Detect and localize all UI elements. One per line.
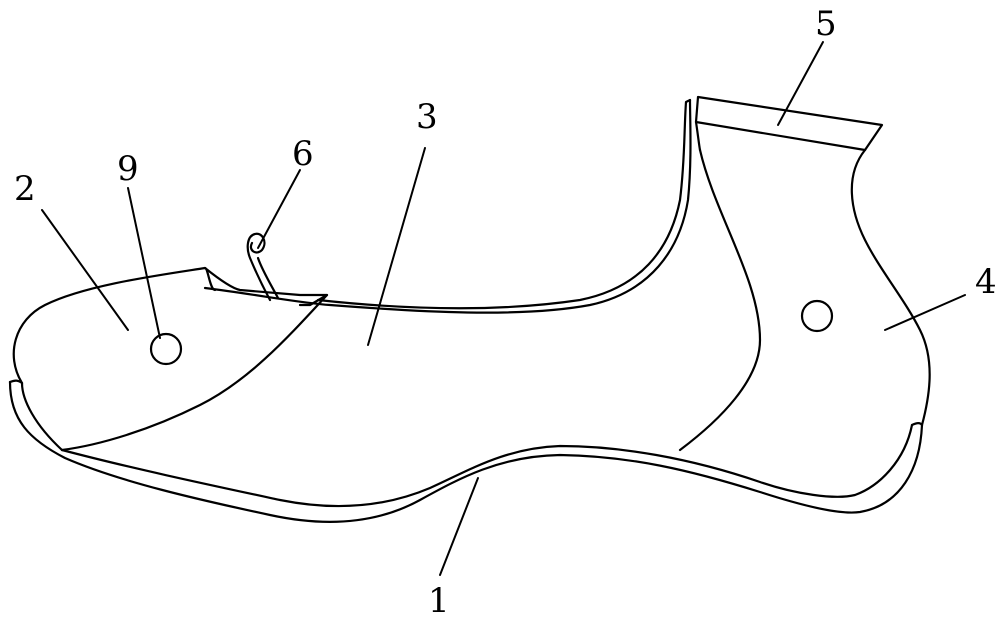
sole-outer-outline xyxy=(10,382,922,522)
leader-1 xyxy=(440,478,478,575)
callout-5: 5 xyxy=(815,4,837,44)
sole-heel-tip xyxy=(912,423,922,425)
heel-dot xyxy=(802,301,832,331)
vamp-upper-line-1 xyxy=(205,100,691,313)
callout-6: 6 xyxy=(292,134,314,174)
leader-9 xyxy=(128,188,160,338)
toe-cap-outline xyxy=(14,268,215,383)
sole-inner-edge xyxy=(62,425,912,506)
heel-front-edge xyxy=(696,122,700,150)
vamp-toe-boundary xyxy=(62,295,327,450)
callout-1: 1 xyxy=(428,581,450,621)
callout-3: 3 xyxy=(416,97,438,137)
callout-2: 2 xyxy=(14,169,36,209)
heel-back-outline xyxy=(852,150,930,425)
toe-dot xyxy=(151,334,181,364)
callout-4: 4 xyxy=(975,262,997,302)
leader-2 xyxy=(42,210,128,330)
vamp-upper-line-2 xyxy=(318,100,690,308)
leader-3 xyxy=(368,148,425,345)
callout-9: 9 xyxy=(117,149,139,189)
vamp-heel-boundary xyxy=(680,150,760,450)
leader-4 xyxy=(885,295,965,330)
leader-6 xyxy=(258,170,300,248)
